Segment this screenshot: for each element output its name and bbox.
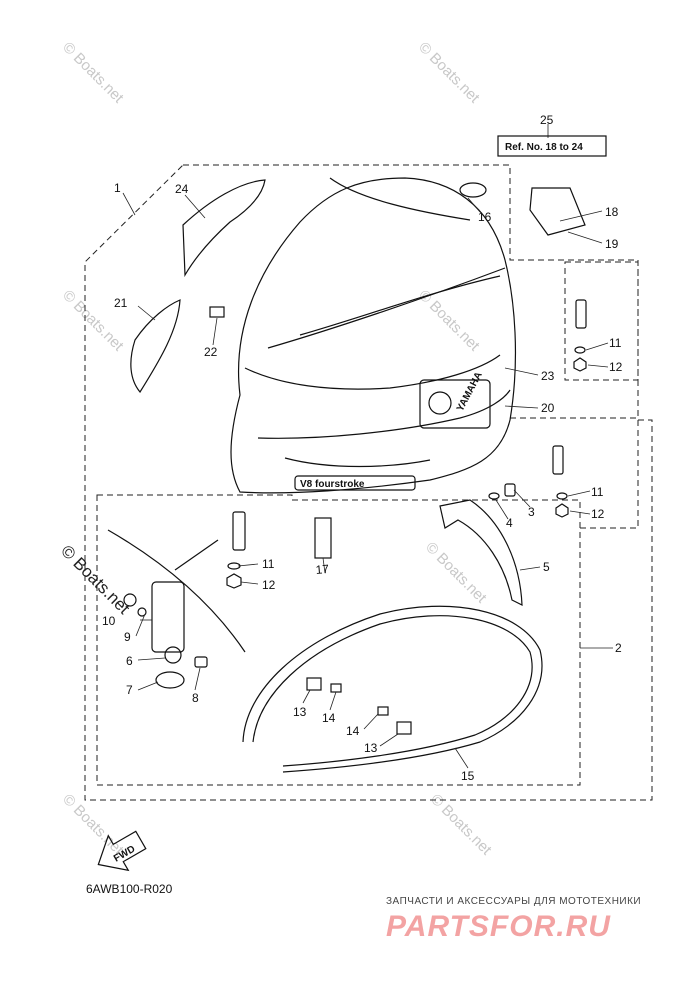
- screw-14-right: [377, 706, 389, 716]
- callout-labels: 1 2 3 4 5 6 7 8 9 10 11 12 11 12 11 12 1…: [102, 181, 623, 783]
- leader-lines: [122, 124, 613, 769]
- callout-11b: 11: [609, 336, 622, 350]
- decal-16: [459, 182, 487, 198]
- yamaha-emblem-icon: [428, 391, 452, 415]
- callout-25: 25: [540, 113, 554, 127]
- part-17: [314, 517, 332, 559]
- clip-13-right: [396, 721, 412, 735]
- ref-box: [497, 135, 607, 157]
- assembly-outline-1: [84, 164, 653, 801]
- clip-13-left: [306, 677, 322, 691]
- callout-17: 17: [315, 562, 330, 577]
- seal-15: [242, 605, 543, 773]
- watermark-bl: © Boats.net: [59, 791, 127, 859]
- callout-13b: 13: [364, 741, 378, 755]
- latch-right-upper: [573, 299, 587, 372]
- seal-15-inner: [252, 615, 533, 767]
- callout-16: 16: [478, 210, 492, 224]
- callout-21: 21: [114, 296, 128, 310]
- callout-11c: 11: [591, 485, 604, 499]
- callout-6: 6: [126, 654, 133, 668]
- callout-1: 1: [114, 181, 121, 195]
- decal-21: [130, 299, 181, 394]
- v8-decal: [294, 475, 416, 491]
- bracket-5: [439, 499, 523, 606]
- yamaha-emblem-plate: [419, 379, 491, 429]
- callout-23: 23: [541, 369, 555, 383]
- ref-box-text: Ref. No. 18 to 24: [505, 142, 583, 153]
- brand-tagline: ЗАПЧАСТИ И АКСЕССУАРЫ ДЛЯ МОТОТЕХНИКИ: [386, 896, 641, 907]
- watermark-tr: © Boats.net: [415, 39, 483, 107]
- callout-9: 9: [124, 630, 131, 644]
- callout-4: 4: [506, 516, 513, 530]
- subbox-upper-right: [564, 261, 639, 381]
- callout-8: 8: [192, 691, 199, 705]
- diagram-code: 6AWB100-R020: [86, 882, 173, 896]
- subbox-lower-right: [510, 417, 639, 529]
- latch-left: [226, 511, 246, 589]
- callout-19: 19: [605, 237, 619, 251]
- callout-12b: 12: [609, 360, 623, 374]
- callout-5: 5: [543, 560, 550, 574]
- callout-14b: 14: [346, 724, 360, 738]
- assembly-outline-2: [96, 494, 581, 786]
- callout-10: 10: [102, 614, 116, 628]
- callout-14a: 14: [322, 711, 336, 725]
- callout-12c: 12: [591, 507, 605, 521]
- callout-22: 22: [204, 345, 218, 359]
- brand-name: PARTSFOR.RU: [386, 910, 611, 943]
- v8-text: V8 fourstroke: [300, 479, 365, 490]
- watermark-cr: © Boats.net: [422, 539, 490, 607]
- callout-7: 7: [126, 683, 133, 697]
- callout-15: 15: [461, 769, 475, 783]
- clip-22: [209, 306, 225, 318]
- callout-11a: 11: [262, 557, 275, 571]
- watermark-br: © Boats.net: [427, 791, 495, 859]
- decal-18-19: [529, 187, 586, 236]
- watermark-tl: © Boats.net: [59, 39, 127, 107]
- callout-2: 2: [615, 641, 622, 655]
- decal-24: [182, 179, 266, 278]
- callout-24: 24: [175, 182, 189, 196]
- watermark-dark: © Boats.net: [57, 541, 134, 618]
- watermarks-faint: © Boats.net © Boats.net © Boats.net © Bo…: [57, 39, 495, 859]
- callout-12a: 12: [262, 578, 276, 592]
- callout-18: 18: [605, 205, 619, 219]
- latch-right-lower: [488, 445, 569, 518]
- yamaha-text: YAMAHA: [455, 370, 485, 413]
- screw-14-left: [330, 683, 342, 693]
- callout-13a: 13: [293, 705, 307, 719]
- callout-3: 3: [528, 505, 535, 519]
- hook-assembly: [107, 529, 246, 689]
- callout-20: 20: [541, 401, 555, 415]
